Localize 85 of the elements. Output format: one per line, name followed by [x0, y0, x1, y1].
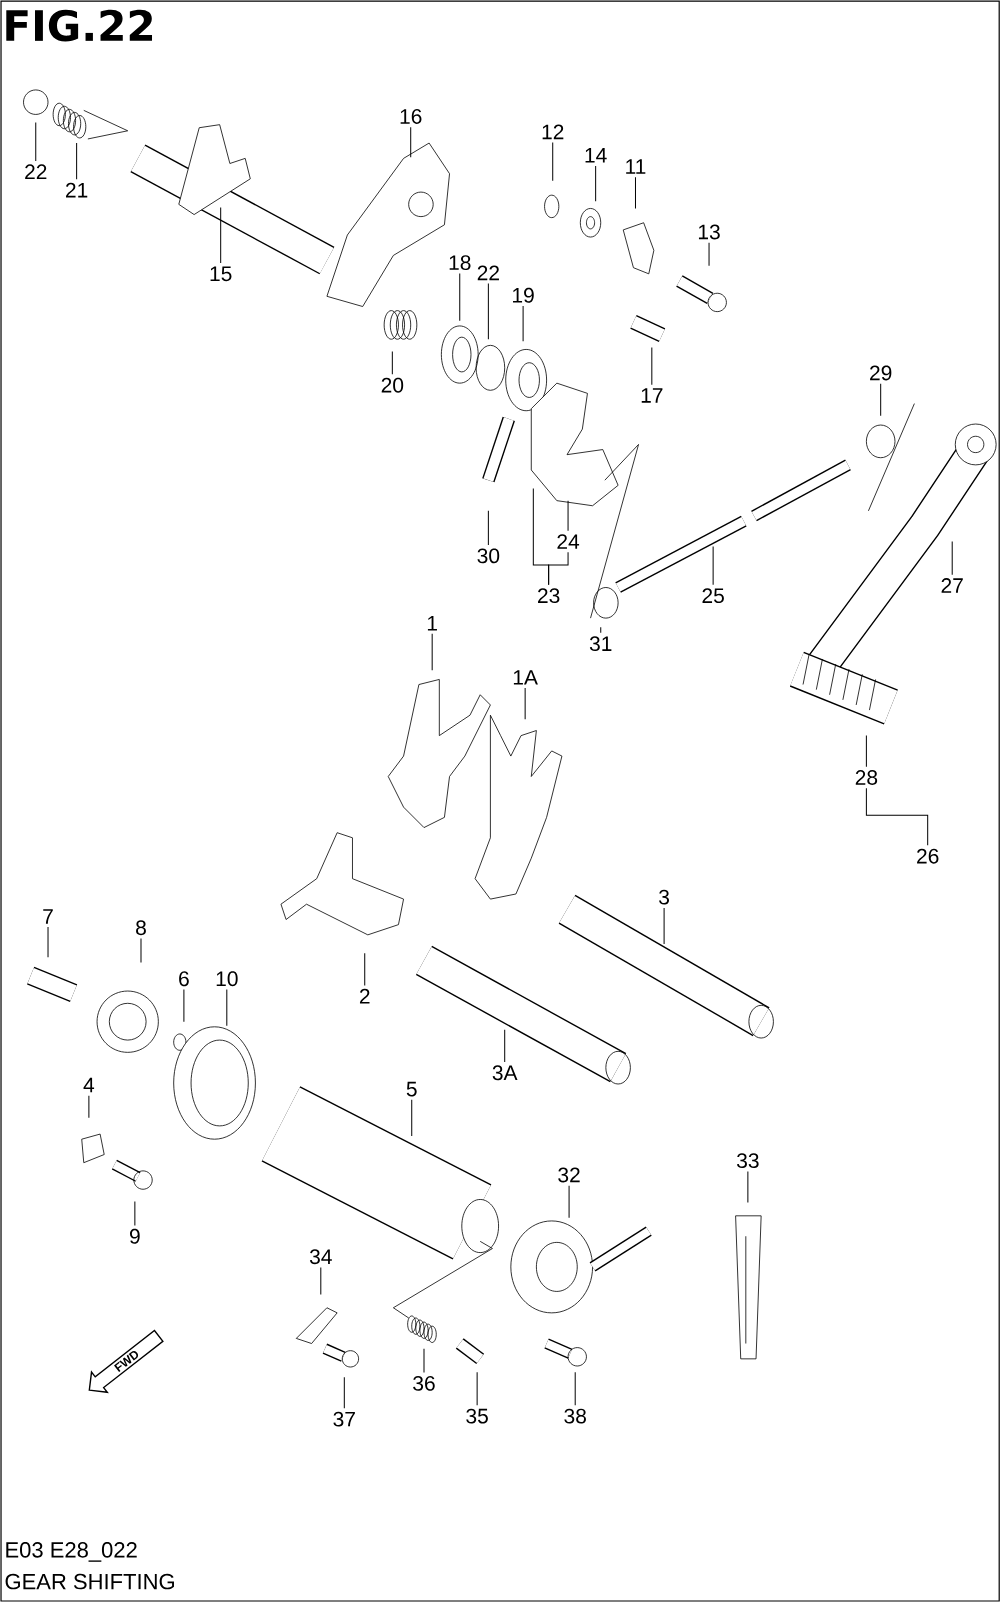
leader-line [747, 1171, 749, 1204]
leader-line [391, 351, 393, 375]
callout-number: 5 [406, 1081, 417, 1097]
leader-line [504, 1029, 506, 1063]
leader-line [364, 952, 366, 986]
leader-line [476, 1371, 478, 1406]
callout-number: 3A [492, 1065, 518, 1081]
leader-line [88, 1095, 90, 1119]
leader-line [574, 1371, 576, 1406]
leader-line [140, 938, 142, 963]
callout-number: 32 [558, 1167, 580, 1183]
callout-number: 19 [512, 287, 534, 303]
leader-line [595, 165, 597, 202]
leader-line [651, 346, 653, 386]
leader-line [343, 1376, 345, 1409]
leader-line [431, 633, 433, 671]
callout-number: 31 [589, 636, 612, 652]
leader-line [708, 242, 710, 267]
callout-number: 10 [216, 971, 238, 987]
callout-number: 13 [698, 224, 720, 240]
callout-number: 8 [135, 920, 146, 936]
callout-number: 27 [941, 578, 963, 593]
leader-line [487, 510, 489, 546]
leader-line [76, 142, 78, 180]
leader-line [568, 1185, 570, 1219]
leader-line [134, 1201, 136, 1226]
callout-number: 11 [626, 159, 646, 174]
leader-line [663, 907, 665, 945]
callout-number: 2 [359, 988, 370, 1004]
leader-line [865, 735, 867, 768]
leader-line [487, 283, 489, 340]
callout-number: 23 [537, 588, 560, 604]
leader-line [459, 272, 461, 322]
callout-number: 3 [658, 889, 669, 905]
leader-line [47, 926, 49, 958]
callout-number: 36 [413, 1375, 435, 1391]
leader-line [880, 383, 882, 417]
leader-line [634, 176, 636, 209]
callout-number: 30 [477, 548, 500, 564]
leader-line [410, 126, 412, 158]
callout-number: 9 [129, 1228, 140, 1244]
callout-number: 7 [43, 909, 53, 924]
callout-number: 6 [179, 971, 189, 987]
drawing-code: E03 E28_022 [6, 1542, 137, 1562]
callout-number: 34 [309, 1249, 332, 1265]
drawing-caption: GEAR SHIFTING [5, 1573, 174, 1590]
leader-line [865, 787, 929, 846]
callout-number: 35 [466, 1408, 488, 1424]
callout-number: 16 [400, 109, 422, 124]
leader-line [712, 546, 714, 586]
leader-line [183, 989, 185, 1023]
leader-line [423, 1348, 425, 1374]
leader-line [552, 142, 554, 182]
leader-line [567, 500, 569, 532]
callout-number: 1 [427, 616, 437, 631]
callout-number: 24 [557, 534, 579, 549]
leader-line [548, 551, 569, 586]
callout-number: 14 [585, 148, 607, 163]
leader-line [524, 687, 526, 720]
callout-number: 21 [65, 182, 88, 198]
figure-title: FIG.22 [6, 9, 152, 42]
callout-number: 22 [477, 265, 499, 281]
leader-line [35, 122, 37, 162]
leader-line [320, 1267, 322, 1295]
callout-number: 17 [641, 388, 663, 403]
leader-line [951, 541, 953, 576]
callout-number: 28 [855, 770, 878, 785]
leader-line [220, 206, 222, 264]
leader-line [411, 1099, 413, 1137]
callout-number: 4 [83, 1077, 94, 1093]
leader-line [226, 989, 228, 1027]
callout-number: 18 [449, 255, 471, 271]
callout-number: 25 [702, 588, 724, 604]
callout-number: 37 [333, 1411, 355, 1427]
callout-number: 12 [542, 124, 564, 140]
callout-number: 22 [25, 164, 47, 179]
leader-line [522, 305, 524, 342]
callout-number: 15 [210, 266, 232, 282]
callout-number: 1A [513, 670, 538, 685]
callout-number: 29 [870, 365, 892, 381]
callout-number: 20 [381, 377, 404, 393]
leader-line [600, 626, 602, 634]
callout-number: 26 [917, 848, 939, 864]
callout-number: 38 [564, 1408, 586, 1424]
callout-number: 33 [736, 1153, 759, 1169]
